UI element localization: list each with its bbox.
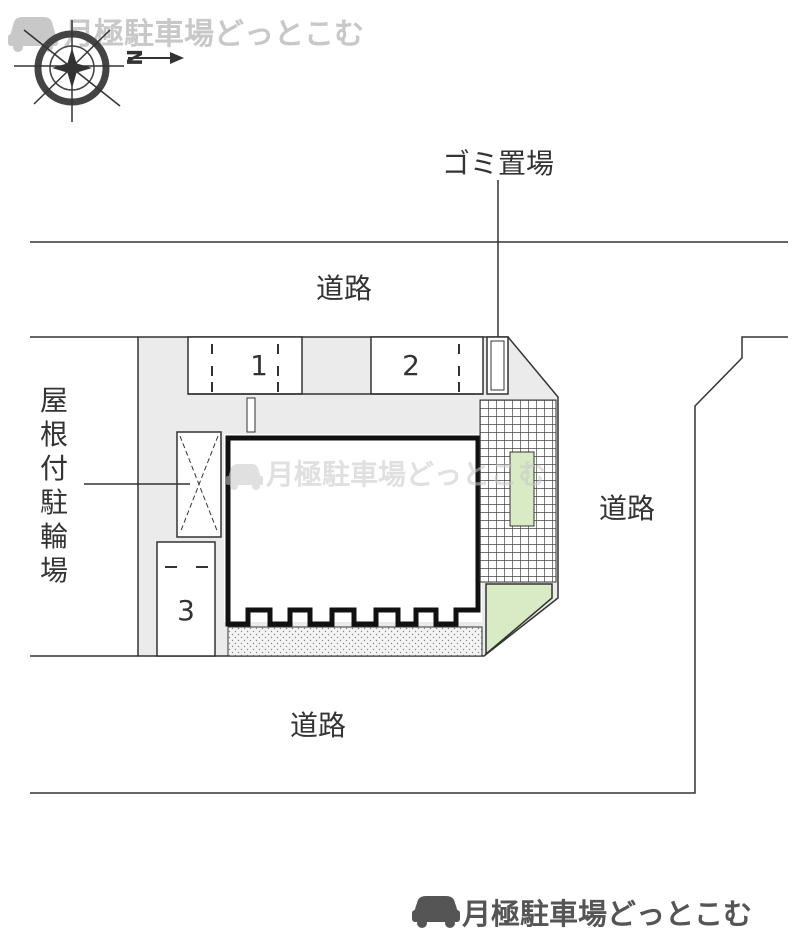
parking-space-2: 2: [370, 336, 484, 395]
watermark-center: 月極駐車場どっとこむ: [226, 458, 546, 491]
parking-space-3-number: 3: [177, 594, 195, 627]
watermark-bottom: 月極駐車場どっとこむ: [412, 896, 752, 931]
parking-space-1-number: 1: [250, 349, 268, 382]
bicycle-label-char: 根: [40, 418, 68, 451]
bicycle-label-char: 場: [40, 554, 68, 587]
walkway: [227, 626, 483, 657]
car-icon: [226, 464, 263, 490]
parking-space-3: 3: [156, 541, 216, 657]
garbage-area: [486, 336, 509, 395]
road-label-right: 道路: [599, 492, 655, 525]
bicycle-label-char: 屋: [40, 384, 68, 417]
compass-rose-icon: [14, 20, 184, 122]
parking-space-1: 1: [187, 336, 303, 395]
watermark-bottom-text: 月極駐車場どっとこむ: [461, 897, 752, 931]
entrance-steps: [479, 399, 557, 583]
roads: [30, 241, 788, 794]
bicycle-shelter-label: 屋: [40, 384, 68, 417]
garbage-area-label: ゴミ置場: [442, 147, 554, 180]
pillar: [246, 397, 256, 433]
car-icon: [8, 17, 58, 52]
bicycle-label-char: 輪: [40, 520, 68, 553]
road-label-top: 道路: [316, 272, 372, 305]
planting-area: [485, 583, 553, 656]
building: [224, 434, 482, 627]
watermark-top-text: 月極駐車場どっとこむ: [64, 17, 364, 52]
watermark-center-text: 月極駐車場どっとこむ: [265, 458, 546, 491]
bicycle-label-char: 駐: [40, 486, 68, 519]
car-icon: [412, 896, 460, 928]
parking-space-2-number: 2: [402, 349, 420, 382]
bicycle-label-char: 付: [40, 452, 68, 485]
road-label-bottom: 道路: [290, 709, 346, 742]
compass-north-label: N: [122, 49, 146, 66]
